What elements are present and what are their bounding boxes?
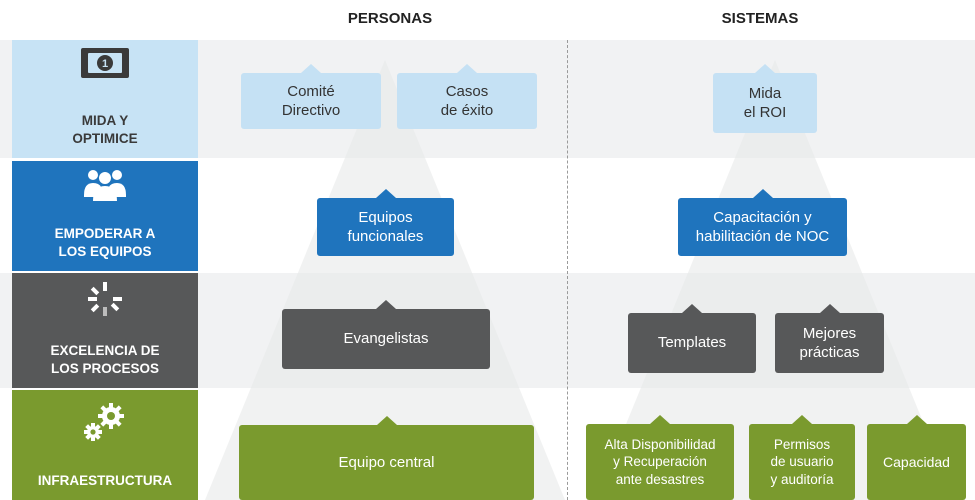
row-label-mida: 1 MIDA Y OPTIMICE bbox=[12, 40, 198, 158]
sistemas-header: SISTEMAS bbox=[721, 10, 799, 27]
box-label: Evangelistas bbox=[343, 330, 429, 348]
box-label: Capacitación y habilitación de NOC bbox=[695, 208, 830, 246]
equipo-central-box: Equipo central bbox=[239, 416, 534, 500]
capacidad-box: Capacidad bbox=[867, 415, 966, 500]
box-label: Equipo central bbox=[338, 453, 435, 471]
templates-box: Templates bbox=[628, 304, 756, 373]
box-label: Alta Disponibilidad y Recuperación ante … bbox=[604, 436, 716, 487]
row-label-text: MIDA Y OPTIMICE bbox=[72, 112, 138, 146]
svg-text:1: 1 bbox=[102, 58, 108, 70]
capacitacion-box: Capacitación y habilitación de NOC bbox=[678, 189, 847, 256]
box-label: Casos de éxito bbox=[440, 82, 494, 120]
row-label-excelencia: EXCELENCIA DE LOS PROCESOS bbox=[12, 273, 198, 388]
box-label: Mejores prácticas bbox=[799, 324, 860, 362]
box-label: Equipos funcionales bbox=[347, 208, 424, 246]
mejores-practicas-box: Mejores prácticas bbox=[775, 304, 884, 373]
box-label: Permisos de usuario y auditoría bbox=[770, 436, 834, 487]
alta-disponibilidad-box: Alta Disponibilidad y Recuperación ante … bbox=[586, 415, 734, 500]
row-label-text: INFRAESTRUCTURA bbox=[37, 472, 173, 488]
box-label: Templates bbox=[657, 334, 727, 352]
pyramid-watermark bbox=[205, 60, 955, 500]
gears-icon bbox=[84, 403, 124, 441]
evangelistas-box: Evangelistas bbox=[282, 300, 490, 369]
mida-el-roi-box: Mida el ROI bbox=[713, 64, 817, 133]
row-label-text: EMPODERAR A LOS EQUIPOS bbox=[54, 225, 156, 259]
money-bill-icon: 1 bbox=[81, 48, 129, 78]
comite-directivo-box: Comité Directivo bbox=[241, 64, 381, 129]
equipos-funcionales-box: Equipos funcionales bbox=[317, 189, 454, 256]
loading-spinner-icon bbox=[88, 282, 122, 316]
people-group-icon bbox=[84, 170, 126, 201]
column-divider bbox=[567, 40, 568, 500]
casos-de-exito-box: Casos de éxito bbox=[397, 64, 537, 129]
row-label-infraestructura: INFRAESTRUCTURA bbox=[12, 390, 198, 500]
box-label: Capacidad bbox=[883, 453, 950, 470]
box-label: Mida el ROI bbox=[743, 84, 787, 122]
personas-header: PERSONAS bbox=[347, 10, 433, 27]
row-label-empoderar: EMPODERAR A LOS EQUIPOS bbox=[12, 161, 198, 271]
permisos-box: Permisos de usuario y auditoría bbox=[749, 415, 855, 500]
box-label: Comité Directivo bbox=[281, 82, 341, 120]
row-label-text: EXCELENCIA DE LOS PROCESOS bbox=[50, 342, 160, 376]
